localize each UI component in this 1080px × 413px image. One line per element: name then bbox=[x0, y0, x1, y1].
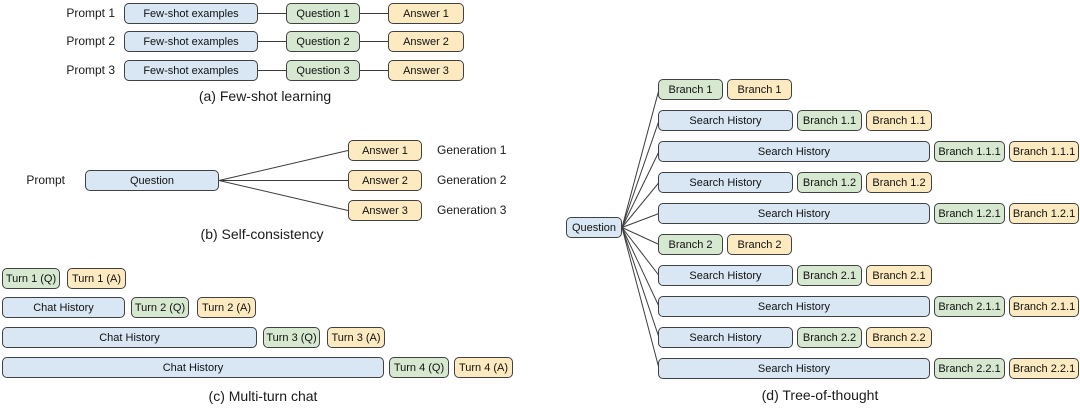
turn-question-box: Turn 1 (Q) bbox=[2, 268, 60, 289]
few-shot-examples-box: Few-shot examples bbox=[124, 3, 258, 24]
branch-answer-box: Branch 1.2.1 bbox=[1009, 203, 1079, 224]
answer-box: Answer 2 bbox=[348, 170, 422, 191]
branch-question-box: Branch 2.1.1 bbox=[934, 296, 1005, 317]
question-box: Question 1 bbox=[286, 3, 360, 24]
turn-answer-box: Turn 3 (A) bbox=[327, 327, 385, 348]
branch-answer-box: Branch 2.2.1 bbox=[1009, 358, 1079, 379]
turn-answer-box: Turn 2 (A) bbox=[197, 297, 256, 318]
branch-answer-box: Branch 1.1.1 bbox=[1009, 141, 1079, 162]
connector-line bbox=[621, 151, 660, 228]
connector-line bbox=[218, 150, 349, 181]
branch-answer-box: Branch 1 bbox=[727, 79, 792, 100]
search-history-box: Search History bbox=[658, 172, 793, 193]
branch-question-box: Branch 1.1.1 bbox=[934, 141, 1005, 162]
answer-box: Answer 3 bbox=[348, 200, 422, 221]
branch-question-box: Branch 1.2.1 bbox=[934, 203, 1005, 224]
branch-question-box: Branch 2.1 bbox=[797, 265, 862, 286]
panel-d-caption: (d) Tree-of-thought bbox=[761, 387, 879, 403]
branch-question-box: Branch 2.2.1 bbox=[934, 358, 1005, 379]
connector-line bbox=[621, 227, 660, 369]
chat-history-box: Chat History bbox=[2, 297, 125, 318]
prompt-row-label: Prompt 2 bbox=[66, 34, 115, 48]
connector-line bbox=[621, 227, 660, 245]
search-history-box: Search History bbox=[658, 327, 793, 348]
few-shot-examples-box: Few-shot examples bbox=[124, 60, 258, 81]
chat-history-box: Chat History bbox=[2, 357, 384, 378]
search-history-box: Search History bbox=[658, 203, 930, 224]
branch-question-box: Branch 2 bbox=[658, 234, 723, 255]
panel-b-caption: (b) Self-consistency bbox=[200, 226, 324, 242]
panel-a-caption: (a) Few-shot learning bbox=[198, 88, 332, 104]
answer-box: Answer 1 bbox=[348, 140, 422, 161]
turn-question-box: Turn 2 (Q) bbox=[131, 297, 189, 318]
generation-label: Generation 3 bbox=[437, 203, 507, 217]
generation-label: Generation 1 bbox=[437, 143, 507, 157]
connector-line bbox=[621, 227, 660, 307]
search-history-box: Search History bbox=[658, 110, 793, 131]
connector-line bbox=[621, 89, 660, 228]
branch-question-box: Branch 1 bbox=[658, 79, 723, 100]
question-box: Question 3 bbox=[286, 60, 360, 81]
answer-box: Answer 2 bbox=[388, 31, 464, 52]
connector-line bbox=[218, 180, 349, 211]
search-history-box: Search History bbox=[658, 265, 793, 286]
branch-answer-box: Branch 2.1.1 bbox=[1009, 296, 1079, 317]
search-history-box: Search History bbox=[658, 358, 930, 379]
search-history-box: Search History bbox=[658, 296, 930, 317]
panel-c-caption: (c) Multi-turn chat bbox=[208, 388, 318, 404]
branch-question-box: Branch 2.2 bbox=[797, 327, 862, 348]
branch-answer-box: Branch 2 bbox=[727, 234, 792, 255]
connector-line bbox=[621, 227, 660, 276]
chat-history-box: Chat History bbox=[2, 327, 257, 348]
branch-answer-box: Branch 1.2 bbox=[866, 172, 932, 193]
branch-question-box: Branch 1.2 bbox=[797, 172, 862, 193]
answer-box: Answer 3 bbox=[388, 60, 464, 81]
branch-answer-box: Branch 2.2 bbox=[866, 327, 932, 348]
prompt-label: Prompt bbox=[26, 173, 65, 187]
connector-line bbox=[621, 182, 660, 228]
turn-answer-box: Turn 1 (A) bbox=[67, 268, 126, 289]
generation-label: Generation 2 bbox=[437, 173, 507, 187]
answer-box: Answer 1 bbox=[388, 3, 464, 24]
turn-answer-box: Turn 4 (A) bbox=[454, 357, 513, 378]
few-shot-examples-box: Few-shot examples bbox=[124, 31, 258, 52]
branch-answer-box: Branch 2.1 bbox=[866, 265, 932, 286]
connector-line bbox=[621, 213, 660, 228]
prompt-row-label: Prompt 3 bbox=[66, 63, 115, 77]
connector-line bbox=[621, 227, 660, 338]
connector-line bbox=[621, 120, 660, 228]
question-box: Question bbox=[85, 170, 219, 191]
question-box: Question 2 bbox=[286, 31, 360, 52]
branch-question-box: Branch 1.1 bbox=[797, 110, 862, 131]
turn-question-box: Turn 4 (Q) bbox=[389, 357, 449, 378]
turn-question-box: Turn 3 (Q) bbox=[263, 327, 320, 348]
branch-answer-box: Branch 1.1 bbox=[866, 110, 932, 131]
prompt-row-label: Prompt 1 bbox=[66, 6, 115, 20]
question-box: Question bbox=[566, 217, 622, 238]
search-history-box: Search History bbox=[658, 141, 930, 162]
